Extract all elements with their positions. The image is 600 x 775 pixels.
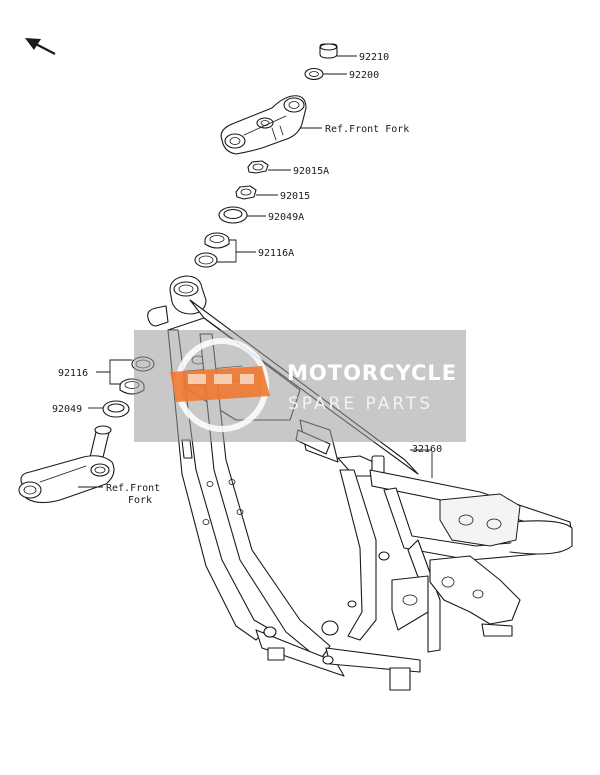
lower-dust-seal-part [102, 400, 130, 418]
upper-bearing-part [204, 232, 230, 249]
label-92200: 92200 [349, 70, 379, 81]
watermark-line2: SPARE PARTS [288, 394, 433, 414]
front-direction-arrow-icon [25, 38, 56, 55]
label-ref-front-fork-bottom-2: Fork [128, 495, 152, 506]
upper-race-part [194, 252, 218, 268]
washer-part [304, 67, 324, 81]
label-92210: 92210 [359, 52, 389, 63]
label-32160: 32160 [412, 444, 442, 455]
upper-dust-seal-part [218, 206, 248, 224]
stem-lower-bracket-part [18, 425, 115, 504]
label-92116: 92116 [58, 368, 88, 379]
label-92116A: 92116A [258, 248, 294, 259]
label-92049: 92049 [52, 404, 82, 415]
label-92015A: 92015A [293, 166, 329, 177]
upper-bracket-part [220, 95, 307, 155]
watermark-line1: MOTORCYCLE [287, 361, 457, 385]
label-ref-front-fork-bottom-1: Ref.Front [106, 483, 160, 494]
watermark-logo-icon [170, 338, 270, 432]
part-labels: 92210 92200 Ref.Front Fork 92015A 92015 … [52, 52, 442, 506]
label-92015: 92015 [280, 191, 310, 202]
stem-locknut-part [247, 160, 269, 174]
watermark: MOTORCYCLE SPARE PARTS [134, 330, 466, 442]
label-ref-front-fork-top: Ref.Front Fork [325, 124, 409, 135]
label-92049A: 92049A [268, 212, 304, 223]
stem-nut-part [319, 43, 338, 59]
stem-adjust-nut-part [235, 185, 257, 200]
leader-lines [78, 55, 433, 488]
